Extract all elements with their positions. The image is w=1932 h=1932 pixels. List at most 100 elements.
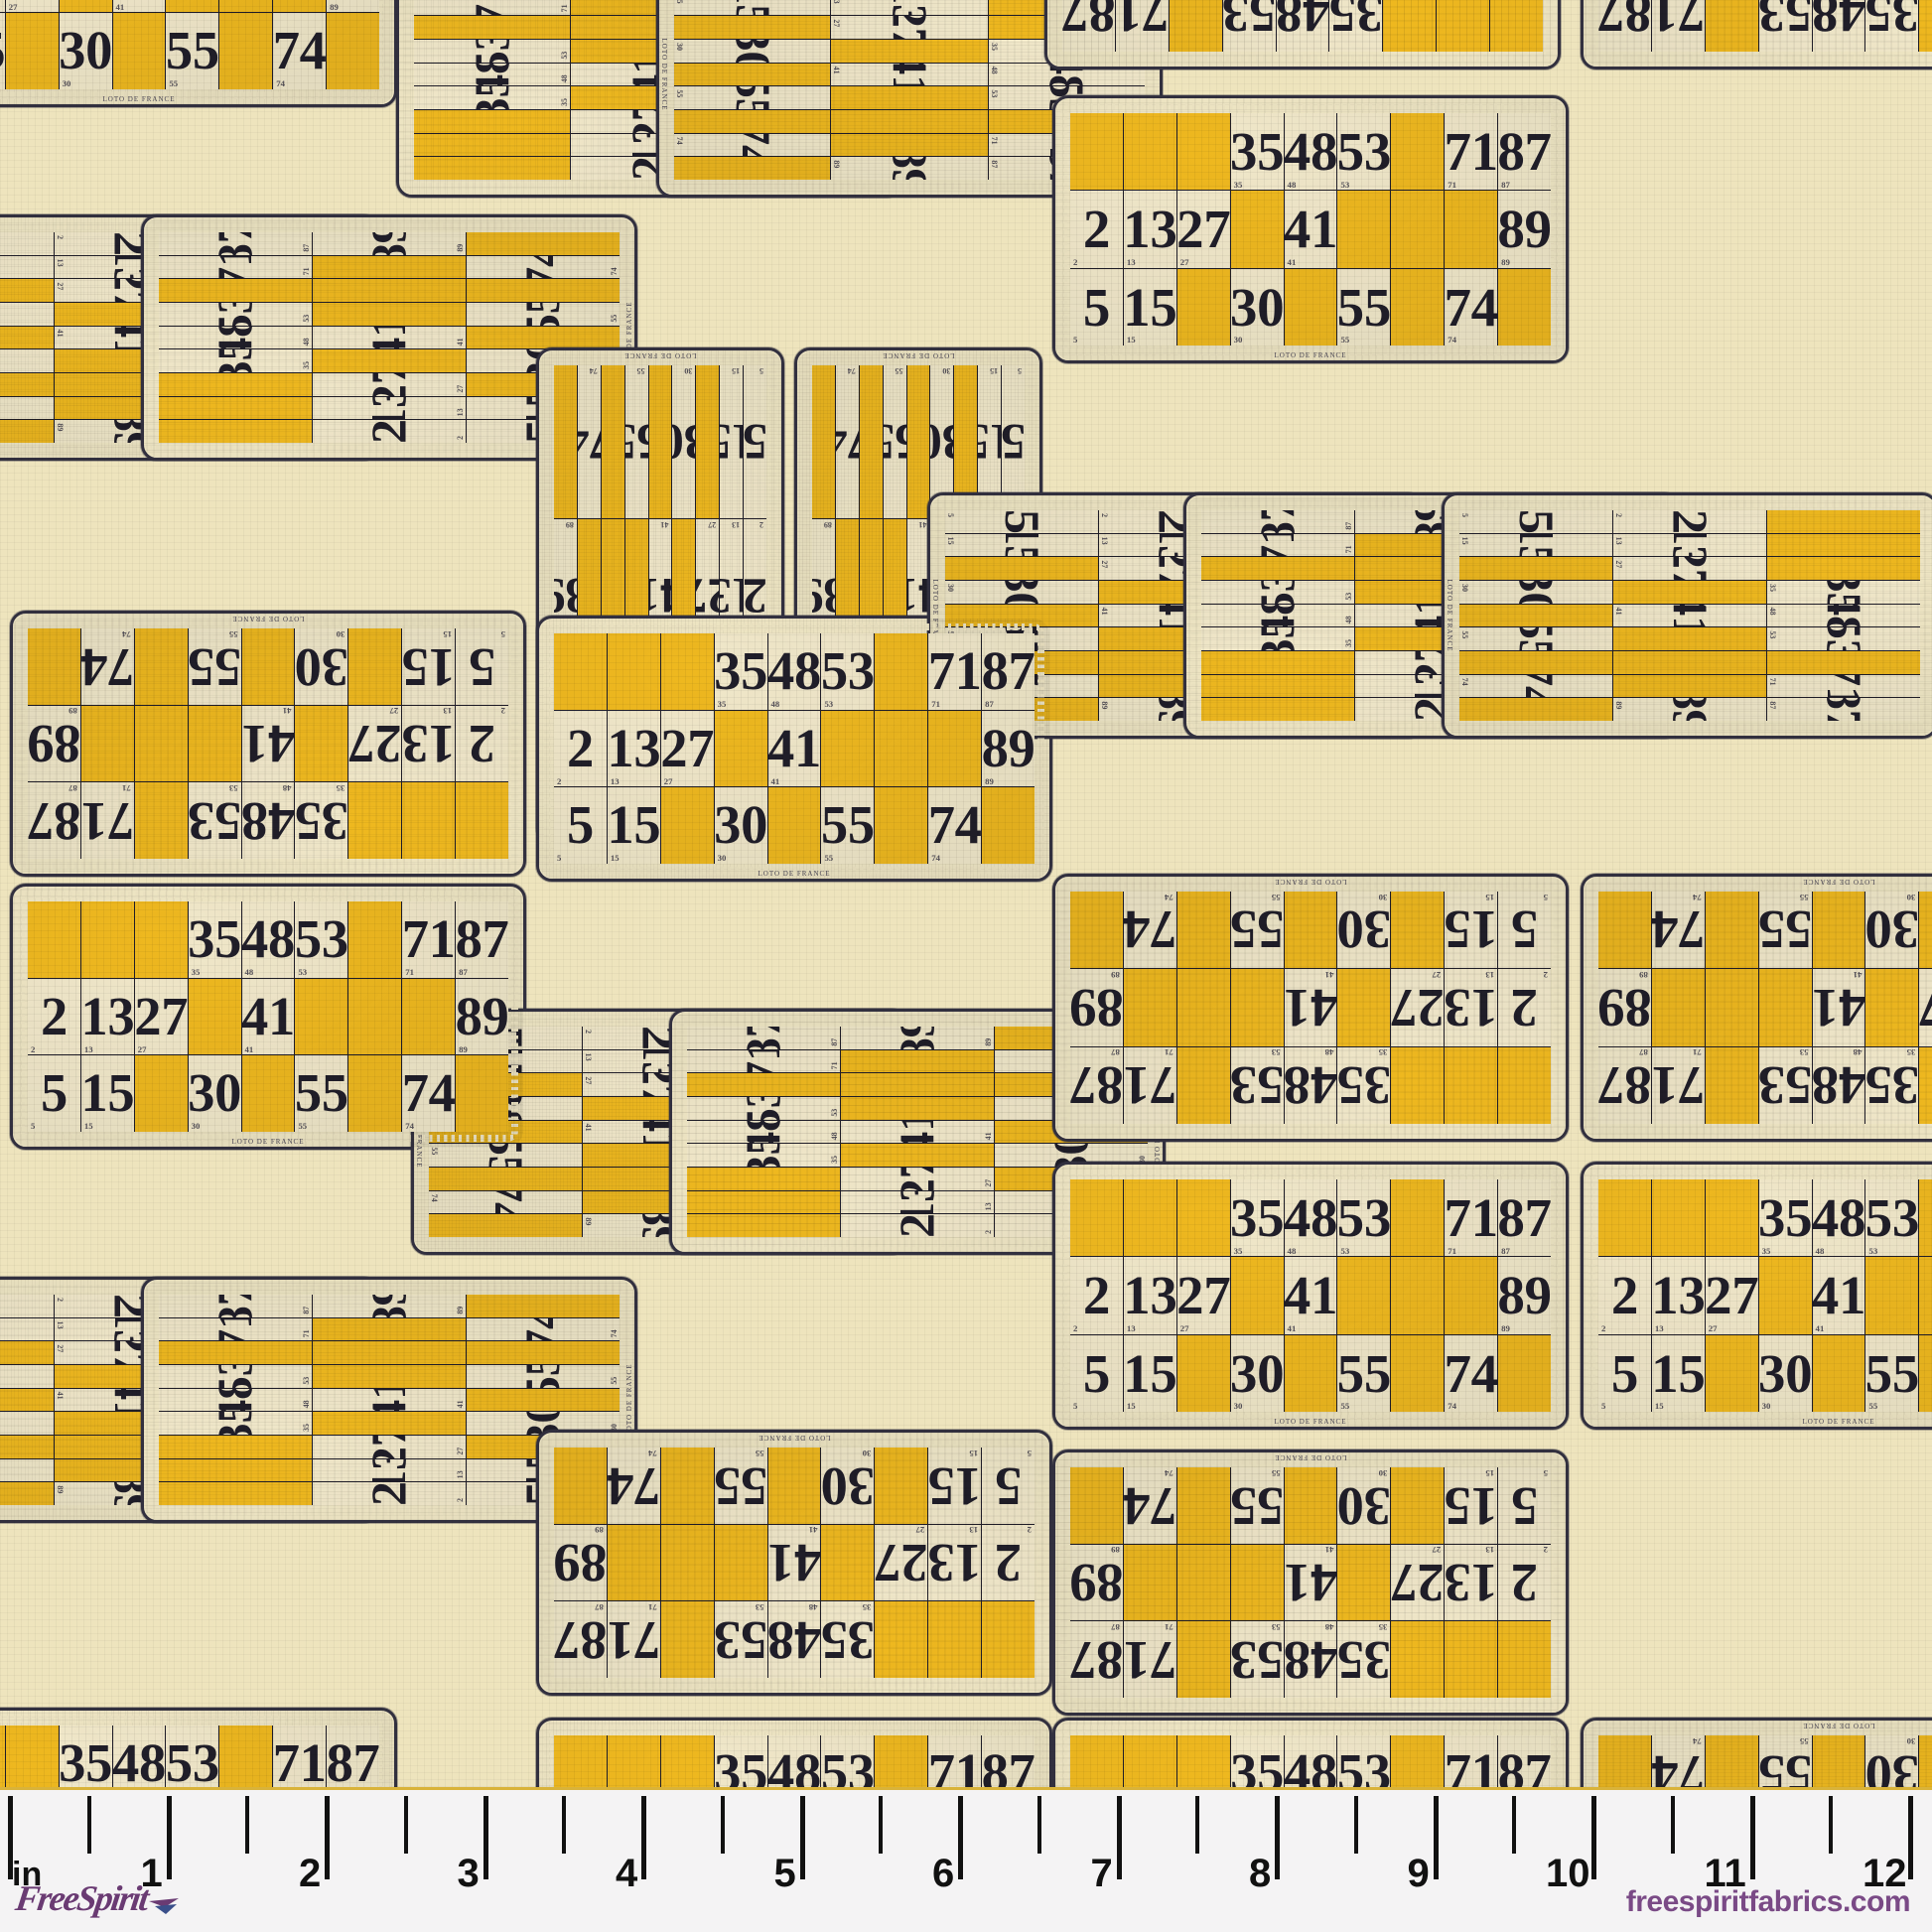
lotto-number-subscript: 2 — [1027, 1525, 1032, 1536]
lotto-number: 89 — [812, 568, 835, 623]
lotto-number-subscript: 5 — [1017, 366, 1022, 376]
lotto-cell-blank — [313, 349, 466, 373]
lotto-number: 71 — [928, 640, 982, 702]
lotto-number-subscript: 53 — [560, 51, 570, 60]
lotto-card: 3535484853537171878722131327274141898955… — [536, 1718, 1052, 1787]
lotto-cell-blank — [1919, 0, 1932, 52]
lotto-cell-blank — [1498, 268, 1551, 345]
lotto-number-grid: 3535484853537171878722131327274141898955… — [1598, 892, 1932, 1124]
lotto-number: 27 — [1705, 1265, 1758, 1326]
lotto-cell-blank — [456, 782, 508, 859]
lotto-number: 30 — [59, 20, 112, 81]
lotto-number-subscript: 2 — [1099, 513, 1109, 517]
lotto-number: 2 — [1511, 1553, 1539, 1614]
lotto-number: 13 — [883, 0, 937, 15]
lotto-number: 41 — [1284, 199, 1337, 260]
lotto-number-subscript: 74 — [931, 853, 940, 864]
lotto-cell-blank — [0, 1341, 54, 1364]
lotto-cell-blank — [660, 1448, 714, 1524]
lotto-cell-blank — [1169, 0, 1222, 52]
lotto-number: 15 — [1651, 1342, 1705, 1404]
card-footer-text: LOTO DE FRANCE — [231, 1138, 305, 1146]
lotto-cell-blank — [159, 373, 312, 396]
lotto-number: 71 — [207, 1318, 262, 1341]
lotto-cell-blank — [134, 628, 188, 705]
lotto-cell-blank — [313, 1365, 466, 1388]
lotto-number: 41 — [361, 327, 416, 349]
lotto-number: 2 — [469, 714, 496, 775]
lotto-cell-blank — [159, 1458, 312, 1482]
lotto-number-subscript: 71 — [931, 698, 940, 709]
lotto-cell-blank — [674, 109, 831, 133]
lotto-number: 55 — [726, 86, 780, 109]
lotto-cell-blank — [0, 1725, 5, 1787]
lotto-number-subscript: 48 — [989, 66, 999, 74]
lotto-number-subscript: 27 — [1179, 256, 1189, 267]
ruler-tick-major — [1749, 1796, 1755, 1879]
lotto-number-subscript: 71 — [405, 966, 414, 977]
lotto-number: 53 — [465, 40, 519, 63]
lotto-number: 89 — [1663, 698, 1718, 721]
ruler-label-8: 8 — [1249, 1852, 1272, 1895]
lotto-number: 2 — [361, 420, 417, 443]
lotto-cell-blank — [313, 1341, 466, 1365]
lotto-card: 3535484853537171878722131327274141898955… — [0, 1708, 397, 1787]
lotto-number-subscript: 55 — [1459, 630, 1469, 639]
lotto-number-subscript: 48 — [244, 966, 254, 977]
lotto-number: 55 — [884, 414, 906, 470]
lotto-number: 55 — [821, 794, 875, 856]
lotto-cell-blank — [1498, 1621, 1551, 1698]
lotto-cell-blank — [59, 0, 112, 13]
lotto-number: 41 — [1284, 1553, 1337, 1614]
lotto-number: 53 — [1230, 1054, 1284, 1116]
lotto-number: 87 — [1498, 121, 1551, 183]
ruler-tick-major — [1433, 1796, 1439, 1879]
lotto-cell-blank — [188, 978, 241, 1055]
lotto-number: 2 — [1510, 977, 1539, 1038]
lotto-card: 3535484853537171878722131327274141898955… — [1044, 0, 1561, 69]
lotto-cell-blank — [1445, 1046, 1498, 1124]
lotto-number-subscript: 55 — [298, 1121, 308, 1132]
lotto-cell-blank — [674, 63, 831, 86]
lotto-cell-blank — [1919, 1334, 1932, 1412]
lotto-number-subscript: 41 — [1287, 1322, 1297, 1333]
lotto-cell-blank — [467, 232, 620, 255]
lotto-number-subscript: 13 — [583, 1052, 593, 1061]
lotto-cell-blank — [1176, 1334, 1230, 1412]
lotto-number: 53 — [1865, 1187, 1919, 1249]
lotto-number: 5 — [1511, 1475, 1539, 1537]
lotto-number: 48 — [1250, 605, 1305, 627]
lotto-number: 48 — [1276, 0, 1329, 44]
lotto-number-subscript: 53 — [830, 1108, 840, 1117]
lotto-cell-blank — [1391, 1621, 1445, 1698]
lotto-number-subscript: 2 — [759, 520, 763, 530]
ruler-tick-major — [166, 1796, 172, 1879]
lotto-number: 13 — [1123, 1265, 1176, 1326]
card-footer-text: LOTO DE FRANCE — [1274, 1418, 1347, 1426]
card-footer-text: LOTO DE FRANCE — [1274, 878, 1347, 886]
lotto-number: 71 — [80, 790, 134, 852]
lotto-cell-blank — [241, 628, 295, 705]
